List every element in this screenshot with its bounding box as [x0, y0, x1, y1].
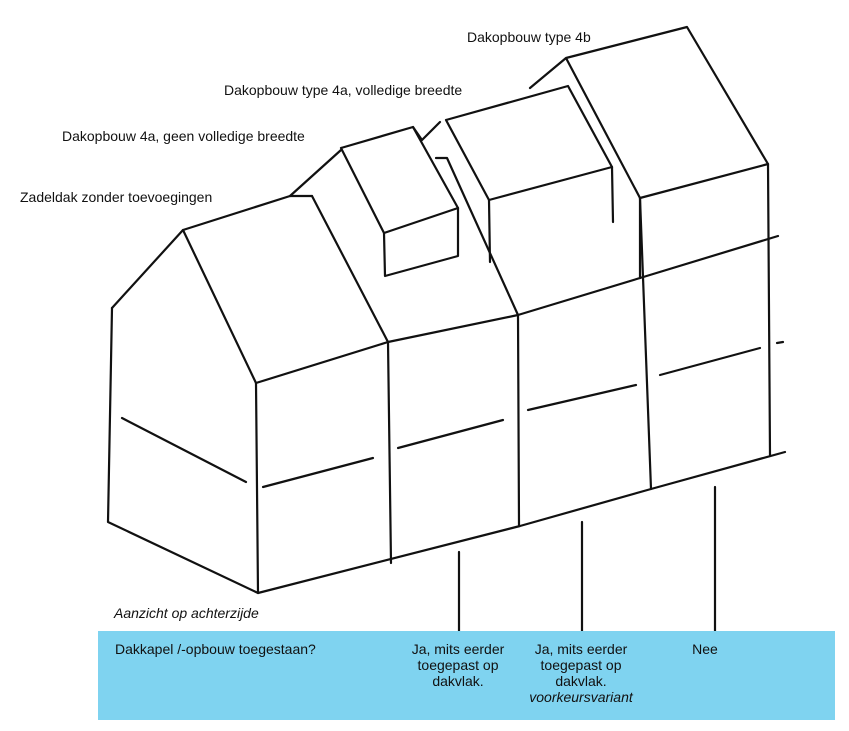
answer-2-line2: toegepast op — [540, 657, 622, 673]
answer-2: Ja, mits eerder toegepast op dakvlak. vo… — [511, 641, 651, 705]
answer-3: Nee — [675, 641, 735, 657]
answer-1-line1: Ja, mits eerder — [411, 641, 505, 657]
answer-2-line1: Ja, mits eerder — [534, 641, 628, 657]
label-type-4b: Dakopbouw type 4b — [467, 29, 591, 45]
dormer-4a-full — [386, 84, 642, 527]
label-rear-view: Aanzicht op achterzijde — [114, 605, 259, 621]
legend-panel: Dakkapel /-opbouw toegestaan? Ja, mits e… — [98, 631, 835, 720]
gable-house — [106, 194, 393, 595]
dormer-4a-partial — [288, 120, 460, 278]
label-type-4a-full: Dakopbouw type 4a, volledige breedte — [224, 82, 463, 98]
answer-1-line2: toegepast op — [417, 657, 499, 673]
question-text: Dakkapel /-opbouw toegestaan? — [115, 641, 316, 657]
label-gable-roof: Zadeldak zonder toevoegingen — [20, 189, 213, 205]
answer-1: Ja, mits eerder toegepast op dakvlak. — [388, 641, 528, 689]
ground-line — [256, 450, 787, 595]
roof-extension-4b — [528, 25, 785, 491]
answer-1-line3: dakvlak. — [432, 673, 484, 689]
answer-2-line3: dakvlak. — [555, 673, 607, 689]
label-type-4a-partial: Dakopbouw 4a, geen volledige breedte — [62, 128, 305, 144]
answer-3-line1: Nee — [692, 641, 718, 657]
answer-2-note: voorkeursvariant — [529, 689, 633, 705]
